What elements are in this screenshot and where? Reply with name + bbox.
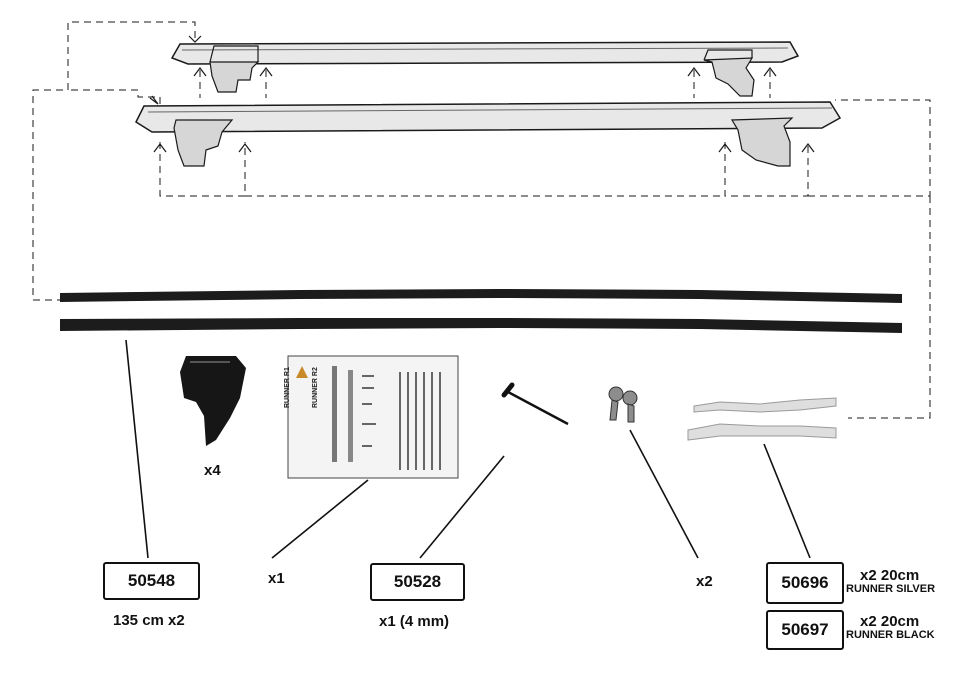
- runner-silver-qty: x2 20cm: [860, 567, 920, 584]
- mounting-arrows: [149, 35, 815, 153]
- runner-black-name: RUNNER BLACK: [846, 628, 935, 641]
- allen-key-code: 50528: [393, 572, 442, 591]
- keys-part: [608, 386, 638, 423]
- instruction-manual: [287, 355, 459, 479]
- runner-silver-code-box: 50696: [766, 562, 844, 604]
- allen-key-part: [501, 382, 569, 426]
- manual-title-line2: RUNNER R2: [312, 367, 319, 408]
- keys-qty: x2: [696, 573, 713, 590]
- rubber-strips: [60, 289, 902, 333]
- runner-black-qty: x2 20cm: [860, 613, 920, 630]
- runner-black-code-box: 50697: [766, 610, 844, 650]
- runner-black-info: x2 20cm RUNNER BLACK: [846, 614, 935, 641]
- runner-silver-info: x2 20cm RUNNER SILVER: [846, 568, 935, 595]
- manual-title: RUNNER R1: [284, 367, 292, 408]
- roof-bar-rear: [170, 41, 800, 97]
- manual-qty: x1: [268, 570, 285, 587]
- runner-strips: [687, 397, 837, 441]
- manual-title-line1: RUNNER R1: [284, 367, 291, 408]
- allen-key-code-box: 50528: [370, 563, 465, 601]
- runner-black-code: 50697: [781, 620, 829, 639]
- runner-silver-name: RUNNER SILVER: [846, 582, 936, 595]
- manual-title-2: RUNNER R2: [312, 367, 319, 408]
- runner-silver-code: 50696: [781, 573, 829, 592]
- assembly-guide-lines: [32, 21, 931, 419]
- end-cap-qty: x4: [204, 462, 221, 479]
- rubber-strip-code-box: 50548: [103, 562, 200, 600]
- rubber-strip-caption: 135 cm x2: [113, 612, 185, 629]
- rubber-strip-code: 50548: [127, 571, 176, 590]
- allen-key-caption: x1 (4 mm): [379, 613, 450, 630]
- leader-lines: [125, 339, 811, 559]
- end-cap-part: [180, 356, 246, 446]
- roof-bar-front: [135, 101, 842, 167]
